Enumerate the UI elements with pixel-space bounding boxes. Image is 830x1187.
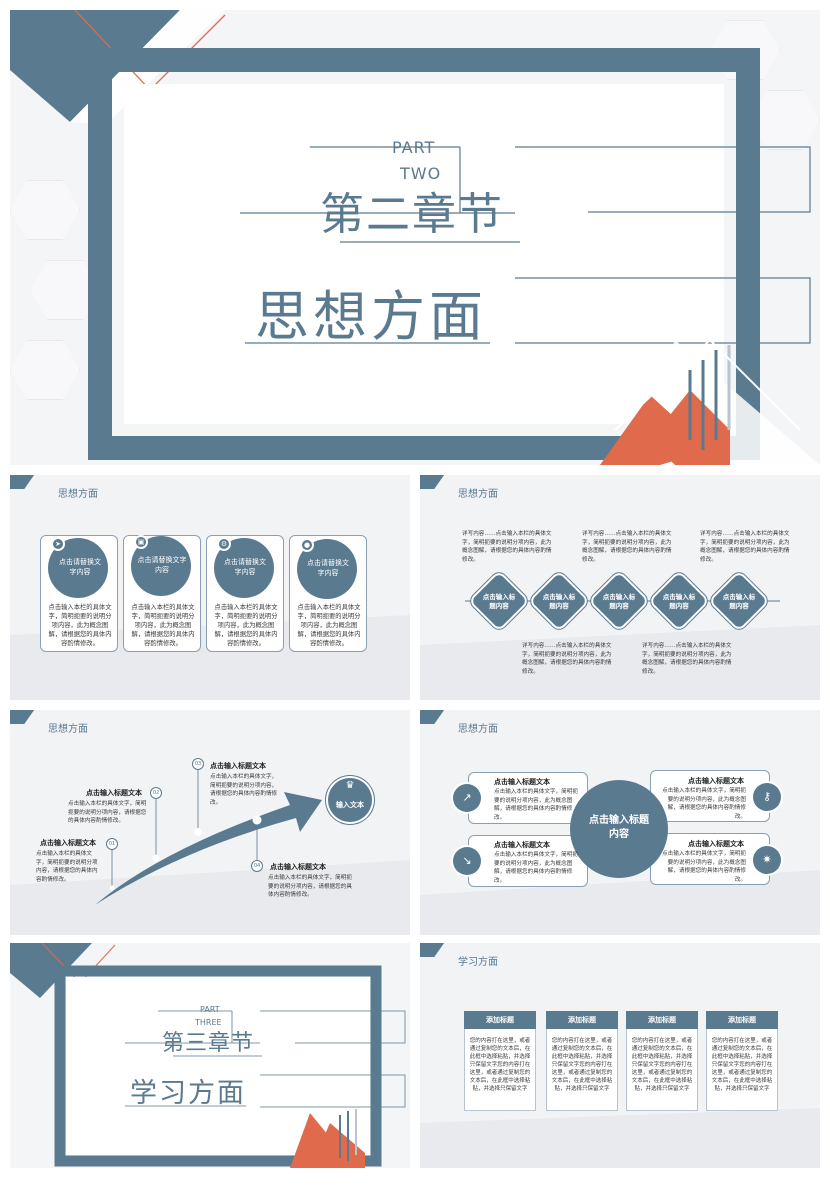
- box-body: 点击输入本栏的具体文字，简明扼要的说明分项内容，此为概念图解，请根据您的具体内容…: [494, 789, 578, 821]
- chapter-title: 第二章节: [320, 189, 504, 240]
- info-box-bl[interactable]: [468, 835, 588, 887]
- card-heading: 点击请替换文字内容: [224, 558, 266, 576]
- slide-cover-part-two: PART TWO 第二章节 思想方面: [10, 10, 820, 465]
- graph-icon: ↘: [453, 847, 481, 875]
- slide-circle-cards: 思想方面 ➤ ▣ ⚙ ● 点击请替换文字内容 点击请替换文字内容 点击请替换文字…: [10, 475, 410, 700]
- slide-title: 思想方面: [458, 489, 498, 500]
- part-label: PART: [200, 1005, 220, 1014]
- end-circle[interactable]: [328, 778, 372, 822]
- step-num: 04: [251, 860, 263, 872]
- card-heading: 点击请替换文字内容: [59, 558, 101, 576]
- card-header: 添加标题: [464, 1011, 536, 1029]
- diamond-label: 点击输入标题内容: [482, 593, 516, 610]
- step-body: 点击输入本栏的具体文字，简明扼要的说明分项内容，请根据您的具体内容酌情修改。: [268, 875, 352, 898]
- box-body: 点击输入本栏的具体文字，简明扼要的说明分项内容，此为概念图解，请根据您的具体内容…: [662, 788, 746, 820]
- card-header: 添加标题: [546, 1011, 618, 1029]
- slide-diamonds: 思想方面 详写内容……点击输入本栏的具体文字，简明扼要的说明分项内容，此为概念图…: [420, 475, 820, 700]
- part-number: TWO: [400, 164, 442, 183]
- chapter-title: 第三章节: [162, 1031, 255, 1056]
- growth-arrow: [10, 768, 410, 935]
- bg-band: [420, 1108, 820, 1168]
- lock-icon: ▣: [134, 535, 148, 549]
- step-num: 02: [150, 787, 162, 799]
- diamond-label: 点击输入标题内容: [542, 593, 576, 610]
- diamond-label: 点击输入标题内容: [602, 593, 636, 610]
- key-icon: ⚷: [753, 783, 781, 811]
- slide-title: 思想方面: [48, 724, 88, 735]
- box-heading: 点击输入标题文本: [494, 841, 550, 849]
- slide-title: 思想方面: [58, 489, 98, 500]
- card-body: 您的内容打在这里，或者通过复制您的文本后，在此框中选择粘贴，并选择只保留文字您的…: [631, 1038, 693, 1092]
- step-heading: 点击输入标题文本: [270, 863, 326, 871]
- bike-icon: ⚙: [217, 537, 231, 551]
- user-icon: ●: [300, 538, 314, 552]
- cover-decoration: [10, 943, 406, 1168]
- badge-icon: ✷: [753, 846, 781, 874]
- center-label: 点击输入标题内容: [589, 815, 649, 840]
- slide-title: 学习方面: [458, 957, 498, 968]
- slide-title: 思想方面: [458, 724, 498, 735]
- step-num: 01: [106, 838, 118, 850]
- detail-text: 详写内容……点击输入本栏的具体文字，简明扼要的说明分项内容，此为概念图解，请根据…: [582, 531, 672, 563]
- box-heading: 点击输入标题文本: [688, 777, 744, 785]
- box-body: 点击输入本栏的具体文字，简明扼要的说明分项内容，此为概念图解，请根据您的具体内容…: [494, 852, 578, 884]
- bg-band: [420, 870, 820, 935]
- card-body: 您的内容打在这里，或者通过复制您的文本后，在此框中选择粘贴，并选择只保留文字您的…: [711, 1038, 773, 1092]
- part-label: PART: [392, 138, 436, 157]
- slide-center-hub: 思想方面 点击输入标题内容 ↗ ↘ ⚷ ✷ 点击输入标题文本 点击输入本栏的具体…: [420, 710, 820, 935]
- slide-arrow-steps: 思想方面 01 02 03 04 ♛ 输入文本 点击输入标题文本 点击输入本栏的…: [10, 710, 410, 935]
- step-heading: 点击输入标题文本: [86, 789, 142, 797]
- detail-text: 详写内容……点击输入本栏的具体文字，简明扼要的说明分项内容，此为概念图解，请根据…: [700, 531, 790, 563]
- card-body: 点击输入本栏的具体文字，简明扼要的说明分项内容，此为概念图解，请根据您的具体内容…: [131, 604, 195, 647]
- section-subtitle: 学习方面: [130, 1078, 246, 1109]
- step-heading: 点击输入标题文本: [210, 762, 266, 770]
- step-body: 点击输入本栏的具体文字，简明扼要的说明分项内容，请根据您的具体内容酌情修改。: [68, 801, 147, 824]
- box-body: 点击输入本栏的具体文字，简明扼要的说明分项内容，此为概念图解，请根据您的具体内容…: [662, 851, 746, 883]
- card-heading: 点击请替换文字内容: [307, 559, 349, 577]
- box-heading: 点击输入标题文本: [494, 778, 550, 786]
- section-subtitle: 思想方面: [255, 285, 487, 348]
- step-heading: 点击输入标题文本: [40, 839, 96, 847]
- send-icon: ➤: [51, 537, 65, 551]
- detail-text: 详写内容……点击输入本栏的具体文字，简明扼要的说明分项内容，此为概念图解，请根据…: [462, 531, 552, 563]
- slide-cover-part-three: PART THREE 第三章节 学习方面: [10, 943, 410, 1168]
- diamond-label: 点击输入标题内容: [662, 593, 696, 610]
- card-body: 点击输入本栏的具体文字，简明扼要的说明分项内容，此为概念图解，请根据您的具体内容…: [48, 604, 112, 647]
- info-box-tl[interactable]: [468, 772, 588, 824]
- detail-text: 详写内容……点击输入本栏的具体文字，简明扼要的说明分项内容，此为概念图解，请根据…: [642, 643, 732, 675]
- card-heading: 点击请替换文字内容: [137, 556, 187, 574]
- step-body: 点击输入本栏的具体文字，简明扼要的说明分项内容，请根据您的具体内容酌情修改。: [210, 774, 278, 806]
- part-number: THREE: [195, 1018, 222, 1027]
- card-header: 添加标题: [626, 1011, 698, 1029]
- diamond-label: 点击输入标题内容: [722, 593, 756, 610]
- chart-icon: ↗: [453, 784, 481, 812]
- trophy-icon: ♛: [345, 780, 355, 791]
- step-num: 03: [192, 758, 204, 770]
- box-heading: 点击输入标题文本: [688, 840, 744, 848]
- card-body: 您的内容打在这里，或者通过复制您的文本后，在此框中选择粘贴，并选择只保留文字您的…: [551, 1038, 613, 1092]
- card-body: 点击输入本栏的具体文字，简明扼要的说明分项内容，此为概念图解，请根据您的具体内容…: [214, 604, 278, 647]
- center-circle[interactable]: [570, 780, 668, 878]
- card-body: 点击输入本栏的具体文字，简明扼要的说明分项内容，此为概念图解，请根据您的具体内容…: [297, 604, 361, 647]
- detail-text: 详写内容……点击输入本栏的具体文字，简明扼要的说明分项内容，此为概念图解，请根据…: [522, 643, 612, 675]
- cover-decoration: [10, 10, 820, 465]
- end-label: 输入文本: [336, 801, 364, 809]
- slide-text-cards: 学习方面 添加标题 添加标题 添加标题 添加标题 您的内容打在这里，或者通过复制…: [420, 943, 820, 1168]
- info-box-tr[interactable]: [650, 770, 770, 822]
- card-body: 您的内容打在这里，或者通过复制您的文本后，在此框中选择粘贴，并选择只保留文字您的…: [469, 1038, 531, 1092]
- info-box-br[interactable]: [650, 833, 770, 885]
- card-header: 添加标题: [706, 1011, 778, 1029]
- step-body: 点击输入本栏的具体文字，简明扼要的说明分项内容，请根据您的具体内容酌情修改。: [36, 851, 98, 883]
